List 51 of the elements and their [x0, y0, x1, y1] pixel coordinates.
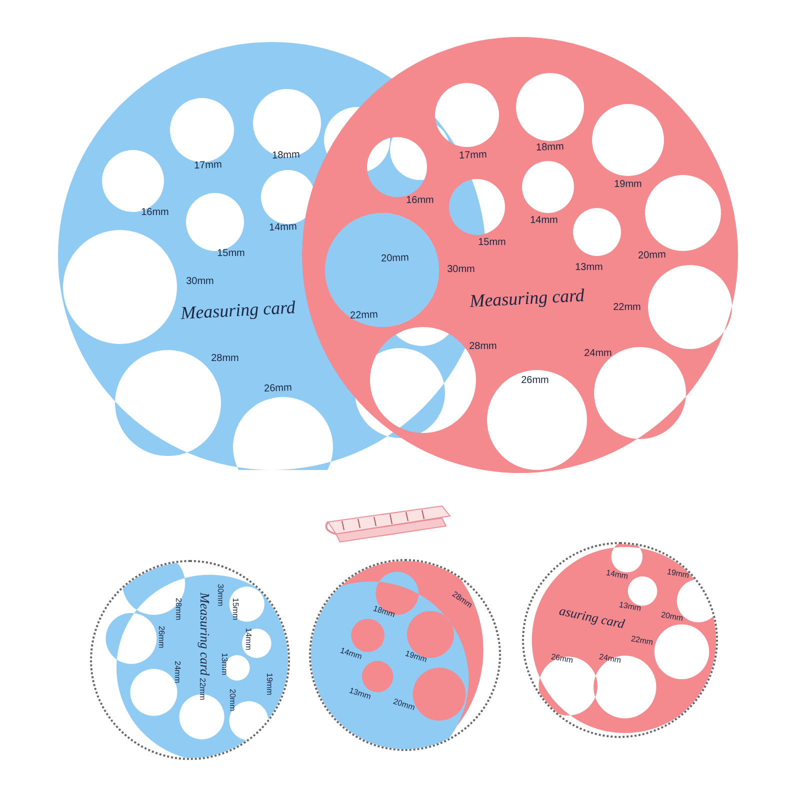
- size-label: 30mm: [186, 277, 214, 287]
- size-label: 20mm: [392, 698, 416, 712]
- size-label: 13mm: [348, 686, 372, 702]
- size-label: 15mm: [478, 238, 506, 248]
- size-label: 16mm: [141, 208, 169, 218]
- size-label: 24mm: [173, 660, 181, 684]
- card-title: Measuring card: [469, 286, 585, 310]
- size-label: 26mm: [550, 653, 574, 665]
- size-label: 19mm: [614, 180, 642, 190]
- size-label: 22mm: [613, 303, 641, 313]
- size-label: 15mm: [217, 249, 245, 259]
- size-label: 13mm: [575, 263, 603, 273]
- detail-inset: [309, 559, 501, 751]
- size-label: 14mm: [530, 216, 558, 226]
- size-label: 20mm: [228, 688, 236, 712]
- size-label: 24mm: [598, 653, 622, 665]
- size-label: 17mm: [194, 160, 222, 172]
- size-label: 14mm: [339, 646, 363, 662]
- size-label: 19mm: [265, 672, 273, 696]
- size-label: 16mm: [406, 196, 434, 206]
- size-label: 24mm: [584, 349, 612, 359]
- detail-inset: [522, 542, 718, 738]
- size-label: 22mm: [198, 678, 206, 700]
- size-label: 26mm: [264, 384, 292, 394]
- size-label: 28mm: [211, 354, 239, 364]
- size-label: 18mm: [536, 142, 564, 154]
- size-label: 20mm: [380, 254, 410, 264]
- size-label: 22mm: [350, 310, 378, 322]
- card-title: Measuring card: [180, 298, 296, 322]
- size-label: 30mm: [447, 265, 475, 275]
- size-label: 13mm: [220, 652, 228, 676]
- size-label: 26mm: [157, 626, 165, 648]
- size-label: 17mm: [458, 150, 488, 162]
- size-label: 26mm: [521, 376, 549, 386]
- size-label: 30mm: [216, 584, 224, 606]
- size-label: 20mm: [638, 250, 666, 262]
- size-label: 20mm: [660, 611, 684, 623]
- detail-inset: [90, 560, 290, 760]
- size-label: 13mm: [618, 601, 642, 613]
- size-label: 18mm: [272, 150, 300, 162]
- size-label: 18mm: [372, 604, 396, 620]
- size-label: 22mm: [630, 635, 654, 647]
- size-label: 14mm: [605, 569, 629, 581]
- card-title: Measuring card: [198, 592, 212, 676]
- size-label: 28mm: [174, 598, 182, 620]
- size-label: 14mm: [244, 628, 252, 650]
- size-label: 15mm: [231, 598, 239, 620]
- size-label: 14mm: [268, 222, 298, 234]
- size-label: 19mm: [404, 650, 428, 664]
- size-label: 19mm: [666, 568, 690, 580]
- size-label: 28mm: [469, 342, 497, 352]
